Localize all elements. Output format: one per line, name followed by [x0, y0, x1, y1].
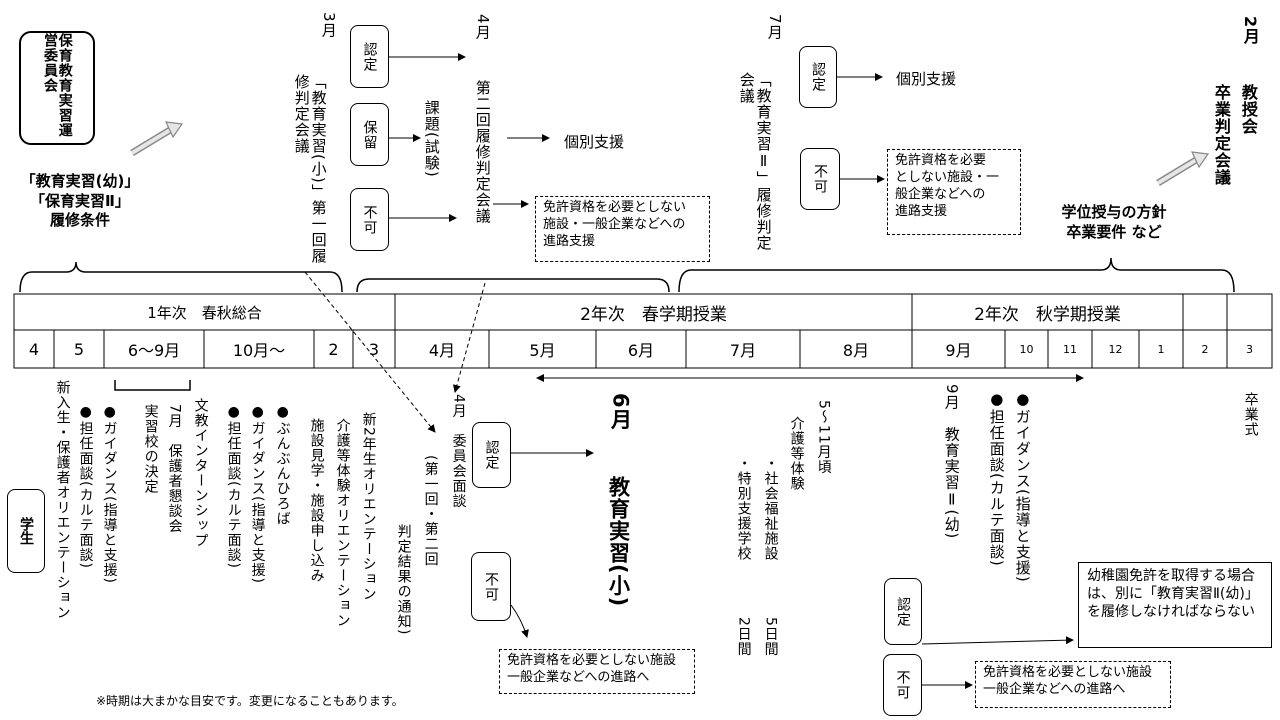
- month-cell: 5月: [529, 341, 556, 360]
- committee-label: 保育教育実習運営委員会: [42, 33, 73, 138]
- sept-career-box: 免許資格を必要としない施設 一般企業などへの進路へ: [975, 661, 1171, 708]
- sept-karte: ●担任面談(カルテ面談): [987, 390, 1006, 567]
- event-care-orientation: 介護等体験オリエンテーション: [334, 418, 351, 628]
- july-month: 7月: [765, 14, 784, 41]
- interview-rejected-label: 不可: [483, 571, 499, 602]
- month-cell: 11: [1063, 342, 1077, 356]
- interview-approved-label: 認定: [483, 440, 500, 470]
- month-cell: 6月: [627, 341, 655, 360]
- sept-practicum-title: 9月 教育実習Ⅱ(幼): [942, 384, 961, 540]
- year1-row-label: 1年次 春秋総合: [147, 303, 262, 322]
- month-cell: 6～9月: [127, 341, 181, 360]
- april-month: 4月: [473, 14, 492, 41]
- event-karte-1: ●担任面談(カルテ面談): [77, 404, 94, 569]
- april-individual-support: 個別支援: [564, 133, 625, 151]
- gray-arrow-left: [130, 121, 184, 156]
- event-parent-meeting: 7月 保護者懇談会: [166, 404, 183, 534]
- month-cell: 1: [1157, 342, 1165, 356]
- july-meeting-label: 「教育実習Ⅱ」履修判定会議: [737, 72, 773, 262]
- july-approved-label: 認定: [810, 62, 826, 92]
- march-approved-box: 認定: [350, 25, 389, 88]
- care-welfare-days: 5日間: [762, 617, 779, 657]
- event-internship: 文教インターンシップ: [192, 398, 209, 548]
- month-cell: 10: [1019, 342, 1034, 356]
- month-cell: 12: [1108, 342, 1123, 356]
- care-welfare: ・社会福祉施設: [762, 456, 779, 561]
- spring-row-label: 2年次 春学期授業: [580, 304, 727, 325]
- sept-guidance: ●ガイダンス(指導と支援): [1013, 390, 1032, 583]
- feb-faculty-meeting: 教授会: [1238, 84, 1258, 135]
- feb-month: 2月: [1240, 16, 1260, 46]
- month-cell: 4: [28, 339, 40, 359]
- conditions-label: 「教育実習(幼)」 「保育実習Ⅱ」 履修条件: [20, 172, 140, 229]
- students-label: 学生: [18, 517, 34, 545]
- sept-approved-label: 認定: [895, 596, 911, 627]
- july-rejected-label: 不可: [812, 164, 828, 194]
- event-orientation: 新入生・保護者オリエンテーション: [54, 380, 71, 620]
- degree-policy-label: 学位授与の方針 卒業要件 など: [1061, 203, 1167, 241]
- care-title: 介護等体験: [788, 416, 805, 491]
- interview-approved-box: 認定: [472, 422, 511, 488]
- july-approved-box: 認定: [799, 46, 837, 108]
- month-cell: 8月: [842, 341, 870, 360]
- month-cell: 10月～: [232, 341, 286, 360]
- sept-rejected-box: 不可: [883, 654, 922, 716]
- march-approved-label: 認定: [361, 41, 378, 72]
- care-special: ・特別支援学校: [735, 456, 752, 561]
- march-rejected-label: 不可: [361, 204, 378, 235]
- july-meeting-text: 「教育実習Ⅱ」履修判定会議: [737, 72, 773, 251]
- interview-rejected-box: 不可: [471, 552, 511, 621]
- march-rejected-box: 不可: [350, 188, 389, 251]
- event-first-second: (第一回・第二回: [422, 455, 439, 567]
- event-guidance-2: ●ガイダンス(指導と支援): [249, 404, 266, 584]
- committee-box: 保育教育実習運営委員会: [19, 31, 95, 145]
- month-cell: 7月: [729, 341, 757, 360]
- event-bunbun: ●ぶんぶんひろば: [274, 404, 291, 526]
- month-cell: 4月: [428, 341, 456, 360]
- event-year2-orientation: 新2年生オリエンテーション: [360, 412, 377, 602]
- july-career-box: 免許資格を必要 としない施設・一 般企業などへの 進路支援: [887, 149, 1021, 235]
- event-karte-2: ●担任面談(カルテ面談): [225, 404, 242, 569]
- graduation-ceremony: 卒業式: [1242, 392, 1259, 437]
- month-cell: 3: [1246, 342, 1253, 356]
- interview-career-box: 免許資格を必要としない施設 一般企業などへの進路へ: [499, 649, 695, 694]
- feb-graduation-decision: 卒業判定会議: [1211, 84, 1231, 186]
- care-special-days: 2日間: [735, 617, 752, 657]
- april-career-box: 免許資格を必要としない 施設・一般企業などへの 進路支援: [535, 196, 710, 262]
- event-facility-visit: 施設見学・施設申し込み: [308, 418, 325, 583]
- march-month: 3月: [319, 12, 338, 39]
- march-meeting-label: 「教育実習(小)」第一回履修判定会議: [292, 74, 328, 274]
- july-rejected-box: 不可: [800, 148, 840, 210]
- sept-approved-box: 認定: [884, 578, 922, 645]
- march-pending-label: 保留: [361, 119, 378, 150]
- july-individual-support: 個別支援: [896, 70, 957, 88]
- event-result-notice: 判定結果の通知): [395, 524, 412, 636]
- march-meeting-text: 「教育実習(小)」第一回履修判定会議: [292, 74, 328, 264]
- month-cell: 2: [1201, 342, 1209, 356]
- month-cell: 9月: [945, 341, 972, 360]
- sept-rejected-label: 不可: [894, 670, 911, 700]
- month-cell: 2: [328, 339, 339, 359]
- april-meeting-label: 第二回履修判定会議: [473, 80, 492, 224]
- gray-arrow-right: [1156, 151, 1210, 186]
- autumn-row-label: 2年次 秋学期授業: [974, 304, 1121, 325]
- sept-kindergarten-note: 幼稚園免許を取得する場合は、別に「教育実習Ⅱ(幼)」を履修しなければならない: [1078, 562, 1272, 648]
- march-pending-box: 保留: [350, 103, 389, 166]
- task-label: 課題(試験): [422, 100, 441, 178]
- month-cell: 5: [73, 339, 85, 359]
- students-box: 学生: [7, 489, 45, 573]
- footnote: ※時期は大まかな目安です。変更になることもあります。: [96, 694, 404, 708]
- event-school-decision: 実習校の決定: [142, 404, 159, 494]
- june-practicum-name: 教育実習(小): [606, 476, 631, 608]
- care-period: 5～11月頃: [815, 400, 832, 475]
- month-cell: 3: [368, 339, 380, 359]
- event-guidance-1: ●ガイダンス(指導と支援): [101, 404, 118, 584]
- june-month: 6月: [608, 393, 633, 431]
- event-committee-interview: 4月 委員会面談: [450, 394, 467, 509]
